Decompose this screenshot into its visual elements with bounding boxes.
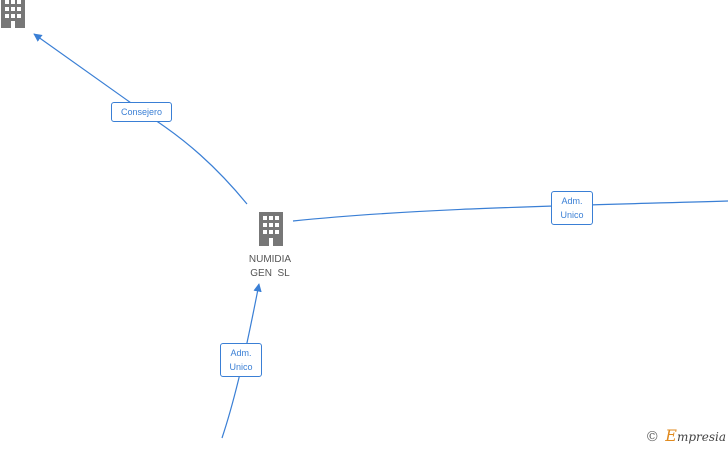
- edge-label-line: Adm.: [230, 348, 252, 358]
- edge-label-line: Unico: [229, 362, 253, 372]
- node-label-line: GEN SL: [250, 268, 290, 279]
- edge-label-adm-unico-bottom[interactable]: Adm. Unico: [220, 343, 262, 377]
- edge-label-line: Unico: [560, 210, 584, 220]
- node-label-numidia[interactable]: NUMIDIA GEN SL: [230, 253, 310, 281]
- edge-label-line: Adm.: [561, 196, 583, 206]
- edge-consejero: [33, 33, 248, 205]
- copyright-icon: ©: [645, 429, 660, 445]
- edge-label-text: Consejero: [120, 107, 163, 117]
- building-icon[interactable]: [0, 0, 28, 35]
- node-label-line: NUMIDIA: [248, 254, 292, 265]
- brand-initial: E: [665, 426, 677, 445]
- edge-label-consejero[interactable]: Consejero: [111, 102, 172, 122]
- edge-adm-unico-right: [292, 200, 728, 222]
- edge-label-adm-unico-right[interactable]: Adm. Unico: [551, 191, 593, 225]
- empresia-watermark: © Empresia: [645, 426, 726, 445]
- brand-name: mpresia: [676, 430, 726, 444]
- building-icon[interactable]: [258, 212, 286, 251]
